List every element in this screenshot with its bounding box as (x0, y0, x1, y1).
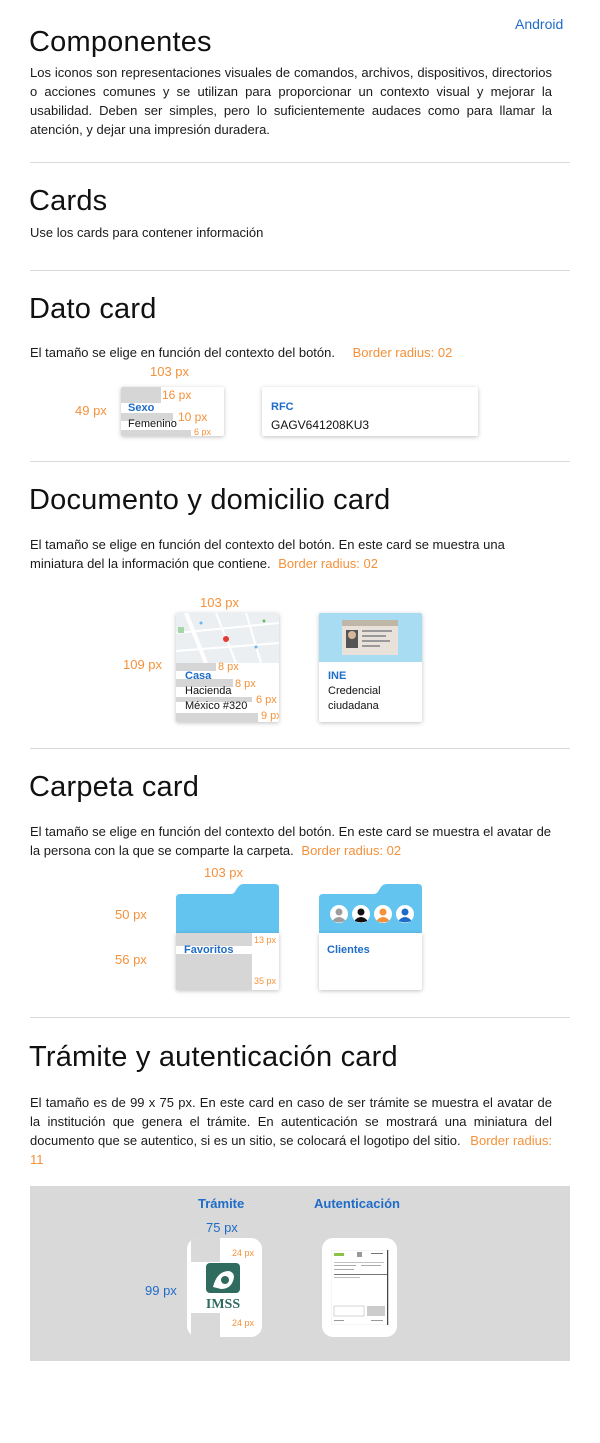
avatar-icon (330, 905, 348, 923)
dim-a: 8 px (218, 661, 239, 673)
spacing-guide (176, 679, 233, 687)
avatar-row (330, 905, 418, 923)
map-thumbnail-icon (176, 613, 279, 663)
dim-b: 35 px (254, 976, 277, 986)
documento-description-text: El tamaño se elige en función del contex… (30, 537, 505, 571)
tramite-card-description: El tamaño es de 99 x 75 px. En este card… (30, 1093, 552, 1169)
card-label: INE (328, 670, 347, 682)
documento-card-description: El tamaño se elige en función del contex… (30, 535, 530, 573)
dim-a: 13 px (254, 935, 277, 945)
dato-width-dim: 103 px (150, 364, 190, 379)
imss-logo-icon: IMSS (206, 1263, 240, 1311)
dato-description-text: El tamaño se elige en función del contex… (30, 345, 335, 360)
documento-border-radius: Border radius: 02 (278, 556, 378, 571)
document-thumbnail-icon (331, 1250, 389, 1325)
spacing-guide (176, 713, 258, 722)
card-label: Favoritos (184, 944, 234, 956)
tramite-height-dim: 99 px (145, 1283, 177, 1298)
dato-border-radius: Border radius: 02 (352, 345, 453, 360)
tramite-border-radius: Border radius: 11 (30, 1133, 552, 1167)
tramite-description-text: El tamaño es de 99 x 75 px. En este card… (30, 1095, 552, 1148)
divider (30, 1017, 570, 1018)
avatar-icon (352, 905, 370, 923)
carpeta-description-text: El tamaño se elige en función del contex… (30, 824, 552, 858)
components-title: Componentes (29, 26, 212, 58)
id-card-thumbnail-icon (342, 620, 398, 655)
carpeta-card-favoritos[interactable]: Favoritos 13 px 35 px (176, 884, 279, 990)
dato-card-description: El tamaño se elige en función del contex… (30, 343, 452, 362)
dim-top: 16 px (162, 388, 192, 402)
spacing-guide (121, 413, 173, 421)
dim-bottom: 6 px (194, 427, 212, 436)
tramite-card[interactable]: 24 px 24 px IMSS (187, 1238, 262, 1337)
spacing-guide (176, 954, 252, 990)
card-label: RFC (271, 401, 294, 413)
avatar-icon (396, 905, 414, 923)
tramite-card-title: Trámite y autenticación card (29, 1041, 398, 1073)
spacing-guide (121, 387, 161, 403)
spacing-guide (121, 430, 191, 436)
spacing-guide (191, 1313, 220, 1337)
card-line2: ciudadana (328, 700, 379, 712)
divider (30, 748, 570, 749)
folder-body: Favoritos 13 px 35 px (176, 933, 279, 990)
dim-top: 24 px (232, 1248, 255, 1258)
tramite-label: Trámite (198, 1196, 245, 1211)
dato-card-sexo[interactable]: Sexo Femenino 16 px 10 px 6 px (121, 387, 224, 436)
spacing-guide (191, 1238, 220, 1262)
carpeta-card-title: Carpeta card (29, 771, 200, 803)
spacing-guide (176, 663, 216, 671)
card-line1: Credencial (328, 685, 381, 697)
documento-card-ine[interactable]: INE Credencial ciudadana (319, 613, 422, 722)
divider (30, 461, 570, 462)
cards-description: Use los cards para contener información (30, 225, 264, 240)
autenticacion-card[interactable] (322, 1238, 397, 1337)
dim-middle: 10 px (178, 410, 208, 424)
carpeta-top-dim: 50 px (115, 907, 147, 922)
documento-height-dim: 109 px (123, 657, 163, 672)
carpeta-card-clientes[interactable]: Clientes (319, 884, 422, 990)
components-description: Los iconos son representaciones visuales… (30, 65, 552, 137)
divider (30, 270, 570, 271)
spacing-guide (176, 933, 252, 946)
imss-logo-text: IMSS (206, 1297, 240, 1311)
spacing-guide (176, 697, 252, 702)
card-value: GAGV641208KU3 (271, 418, 370, 432)
dim-b: 8 px (235, 678, 256, 690)
folder-tab-icon (176, 884, 279, 934)
cards-title: Cards (29, 185, 108, 217)
card-line1: Hacienda (185, 685, 232, 697)
card-label: Clientes (327, 944, 370, 956)
android-link[interactable]: Android (515, 16, 564, 32)
documento-width-dim: 103 px (200, 595, 240, 610)
card-line2: México #320 (185, 700, 248, 712)
dim-d: 9 px (261, 710, 279, 722)
avatar-icon (374, 905, 392, 923)
dim-c: 6 px (256, 694, 277, 706)
divider (30, 162, 570, 163)
tramite-width-dim: 75 px (206, 1220, 238, 1235)
autenticacion-label: Autenticación (314, 1196, 400, 1211)
dato-card-rfc[interactable]: RFC GAGV641208KU3 (262, 387, 478, 436)
card-label: Sexo (128, 402, 155, 414)
dato-height-dim: 49 px (75, 403, 107, 418)
card-value: Femenino (128, 418, 177, 430)
dim-bottom: 24 px (232, 1318, 255, 1328)
dato-card-title: Dato card (29, 293, 157, 325)
folder-body: Clientes (319, 933, 422, 990)
carpeta-border-radius: Border radius: 02 (301, 843, 402, 858)
carpeta-width-dim: 103 px (204, 865, 244, 880)
tramite-preview-area: Trámite Autenticación 75 px 99 px 24 px … (30, 1186, 570, 1361)
documento-card-title: Documento y domicilio card (29, 484, 391, 516)
carpeta-card-description: El tamaño se elige en función del contex… (30, 822, 560, 860)
carpeta-bottom-dim: 56 px (115, 952, 147, 967)
folder-tab-icon (319, 884, 422, 934)
documento-card-casa[interactable]: 8 px Casa 8 px Hacienda 6 px México #320… (176, 613, 279, 722)
